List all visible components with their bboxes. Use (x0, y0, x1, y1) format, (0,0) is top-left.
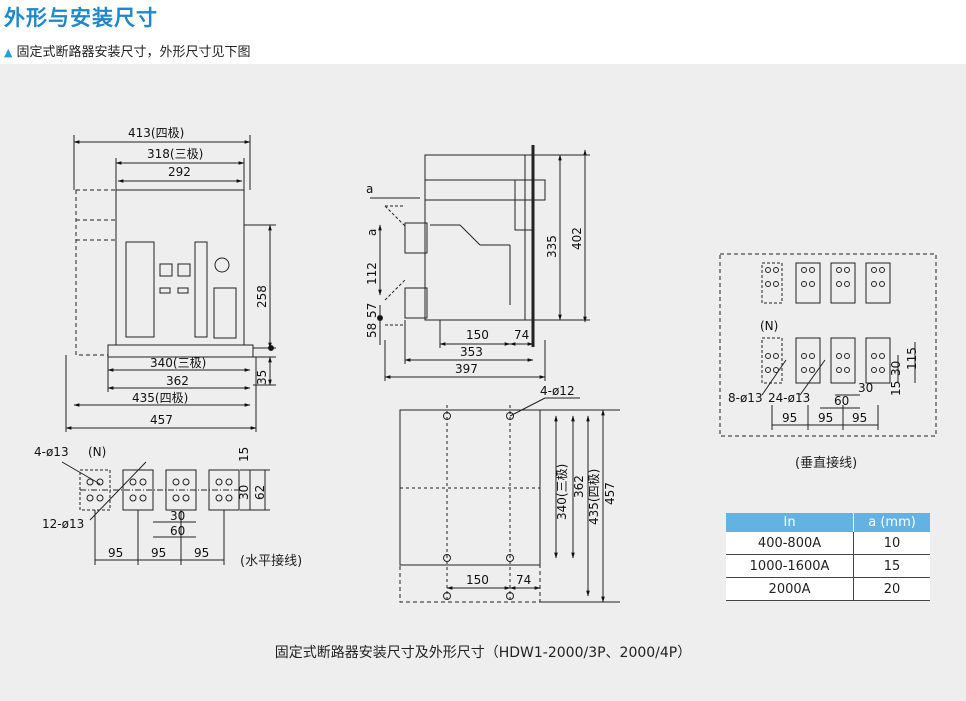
page-subtitle: ▲固定式断路器安装尺寸，外形尺寸见下图 (4, 41, 250, 60)
horizontal-wiring-label: (水平接线) (240, 554, 303, 569)
table-row: 1000-1600A 15 (726, 554, 930, 578)
h-pitch-3: 95 (194, 546, 209, 560)
v-pitch-2: 95 (818, 411, 833, 425)
m-dim-457: 457 (603, 482, 617, 505)
vertical-wiring-label: (垂直接线) (795, 456, 858, 471)
dim-base: 362 (166, 374, 189, 388)
m-dim-150: 150 (466, 573, 489, 587)
v-dim-30v: 30 (889, 361, 903, 376)
v-neutral: (N) (760, 319, 778, 333)
horizontal-terminal-view (61, 461, 270, 565)
mounting-plan-view (399, 397, 620, 603)
dim-base-3p: 340(三极) (150, 356, 206, 370)
side-dim-353: 353 (460, 345, 483, 359)
v-pitch-1: 95 (782, 411, 797, 425)
dim-width-4p: 413(四极) (128, 126, 184, 140)
front-view (65, 135, 276, 432)
dim-inner: 292 (168, 165, 191, 179)
side-dim-58: 58 (365, 323, 379, 338)
subtitle-text: 固定式断路器安装尺寸，外形尺寸见下图 (16, 45, 251, 60)
vertical-terminal-view (719, 253, 937, 437)
v-dim-60: 60 (834, 394, 849, 408)
current-a-table: In a (mm) 400-800A 10 1000-1600A 15 2000… (726, 513, 930, 601)
v-pitch-3: 95 (852, 411, 867, 425)
h-dim-62: 62 (253, 485, 267, 500)
h-pitch-2: 95 (151, 546, 166, 560)
h-neutral: (N) (88, 445, 106, 459)
table-row: 400-800A 10 (726, 532, 930, 555)
table-cell: 1000-1600A (726, 554, 855, 578)
table-header: In (726, 513, 855, 532)
table-header: a (mm) (853, 513, 930, 532)
table-cell: 2000A (726, 577, 855, 601)
side-view (370, 145, 590, 381)
v-hole-8: 8-ø13 (728, 391, 763, 405)
v-dim-115: 115 (905, 347, 919, 370)
h-hole-12: 12-ø13 (42, 517, 84, 531)
triangle-icon: ▲ (4, 46, 13, 59)
h-pitch-1: 95 (108, 546, 123, 560)
v-dim-15: 15 (889, 381, 903, 396)
side-dim-57: 57 (365, 303, 379, 318)
table-cell: 20 (853, 577, 930, 601)
m-holes: 4-ø12 (540, 384, 575, 398)
side-dim-112: 112 (365, 262, 379, 285)
dim-foot: 35 (255, 370, 269, 385)
table-header-row: In a (mm) (726, 513, 930, 532)
m-dim-74: 74 (516, 573, 531, 587)
dim-total: 457 (150, 413, 173, 427)
h-hole-4: 4-ø13 (34, 445, 69, 459)
side-dim-397: 397 (455, 362, 478, 376)
v-dim-30: 30 (858, 381, 873, 395)
m-dim-362: 362 (572, 475, 586, 498)
h-dim-15: 15 (237, 447, 251, 462)
m-dim-435: 435(四极) (587, 469, 601, 525)
dim-base-4p: 435(四极) (132, 391, 188, 405)
side-dim-335: 335 (545, 235, 559, 258)
dim-width-3p: 318(三极) (147, 147, 203, 161)
side-dim-150: 150 (466, 328, 489, 342)
dim-height: 258 (255, 285, 269, 308)
table-cell: 10 (853, 532, 930, 555)
table-cell: 400-800A (726, 532, 855, 555)
side-a-side: a (365, 229, 379, 236)
side-dim-74: 74 (514, 328, 529, 342)
h-dim-60: 60 (170, 524, 185, 538)
side-dim-402: 402 (570, 227, 584, 250)
m-dim-340: 340(三极) (555, 464, 569, 520)
side-a-top: a (366, 182, 373, 196)
v-hole-24: 24-ø13 (768, 391, 810, 405)
table-cell: 15 (853, 554, 930, 578)
page-title: 外形与安装尺寸 (4, 6, 158, 30)
h-dim-30v: 30 (237, 485, 251, 500)
h-dim-30: 30 (170, 509, 185, 523)
table-row: 2000A 20 (726, 577, 930, 601)
terminal-holes (86, 267, 885, 502)
figure-caption: 固定式断路器安装尺寸及外形尺寸（HDW1-2000/3P、2000/4P） (274, 645, 692, 661)
